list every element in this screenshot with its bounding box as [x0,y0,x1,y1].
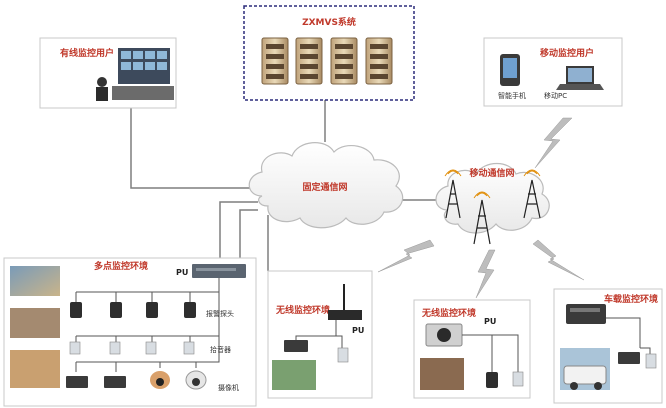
cloud-shape [435,162,550,234]
cloud-shape [248,142,404,229]
lightning-icon [377,239,435,273]
vehicle-panel: 车载监控环境 [553,288,663,404]
lightning-icon [534,117,573,169]
microphone-icon [337,347,349,363]
microphone-icon [645,353,657,369]
smartphone-icon [500,54,520,86]
vehicle-title: 车载监控环境 [604,293,658,305]
microphone-icon [69,341,195,355]
alarm-probe-label: 报警探头 [206,309,234,318]
pu-device-icon [192,264,246,278]
zxmvs-title: ZXMVS系统 [302,16,356,28]
camera-icon [66,370,207,390]
link-multipoint-a [219,201,258,258]
mobile-network-label: 移动通信网 [469,167,514,179]
multipoint-panel: 多点监控环境 PU 报警探头 [3,257,257,407]
phone-label: 智能手机 [498,91,526,100]
lightning-icon [475,249,496,299]
alarm-probe-icon [486,372,498,388]
camera-icon [618,352,640,364]
scene-photo [272,360,316,390]
mobile-user-panel: 移动监控用户 智能手机 移动PC [483,37,623,107]
wireless-2-title: 无线监控环境 [421,307,476,319]
camera-label: 摄像机 [218,383,239,392]
laptop-icon [556,66,604,90]
fixed-network-label: 固定通信网 [302,181,347,193]
link-multipoint-b [239,209,258,262]
wireless-panel-2: 无线监控环境 PU [413,299,531,399]
zxmvs-system: ZXMVS系统 [243,5,415,101]
lightning-icon [532,239,585,281]
vehicle-icon [560,348,610,390]
scene-photo [420,358,464,390]
camera-icon [425,323,463,347]
cell-tower-icon [445,179,541,245]
mobile-network-cloud: 移动通信网 [435,162,550,245]
multipoint-title: 多点监控环境 [94,260,148,272]
multipoint-pu-label: PU [176,268,188,277]
connection-lines [130,100,440,271]
wireless-1-title: 无线监控环境 [275,304,330,316]
microphone-icon [512,371,524,387]
monitoring-room-icon [96,48,174,101]
wireless-links [377,117,585,299]
wireless-1-pu-label: PU [352,326,364,335]
scene-photo [10,266,60,388]
wireless-2-pu-label: PU [484,317,496,326]
wireless-pu-device-icon [328,284,362,320]
signal-icon [444,169,541,199]
alarm-probe-icon [70,302,196,318]
wireless-panel-1: 无线监控环境 PU [267,270,373,399]
server-rack-icon [261,37,393,85]
vehicle-pu-device-icon [566,304,606,324]
wired-user-title: 有线监控用户 [60,47,114,59]
fixed-network-cloud: 固定通信网 [248,142,404,229]
link-wired-user [130,108,262,189]
microphone-label: 拾音器 [210,345,231,354]
wired-user-panel: 有线监控用户 [39,37,177,109]
camera-icon [284,340,308,352]
pc-label: 移动PC [544,91,567,100]
mobile-user-title: 移动监控用户 [540,47,594,59]
